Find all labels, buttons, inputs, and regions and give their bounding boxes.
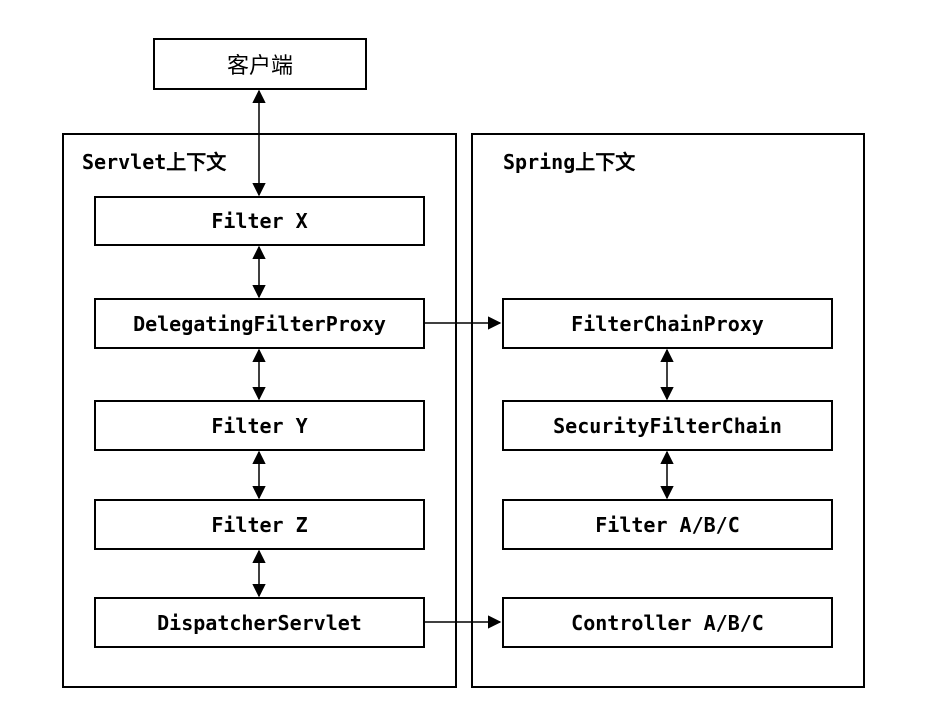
delegating-filter-proxy-node: DelegatingFilterProxy [94,298,425,349]
spring-context-label: Spring上下文 [503,150,636,174]
filter-x-node: Filter X [94,196,425,246]
client-node: 客户端 [153,38,367,90]
filter-chain-proxy-node: FilterChainProxy [502,298,833,349]
filter-z-node: Filter Z [94,499,425,550]
filter-abc-node: Filter A/B/C [502,499,833,550]
security-filter-chain-node: SecurityFilterChain [502,400,833,451]
controller-abc-node: Controller A/B/C [502,597,833,648]
dispatcher-servlet-node: DispatcherServlet [94,597,425,648]
spring-context-container [471,133,865,688]
filter-y-node: Filter Y [94,400,425,451]
servlet-context-label: Servlet上下文 [82,150,227,174]
